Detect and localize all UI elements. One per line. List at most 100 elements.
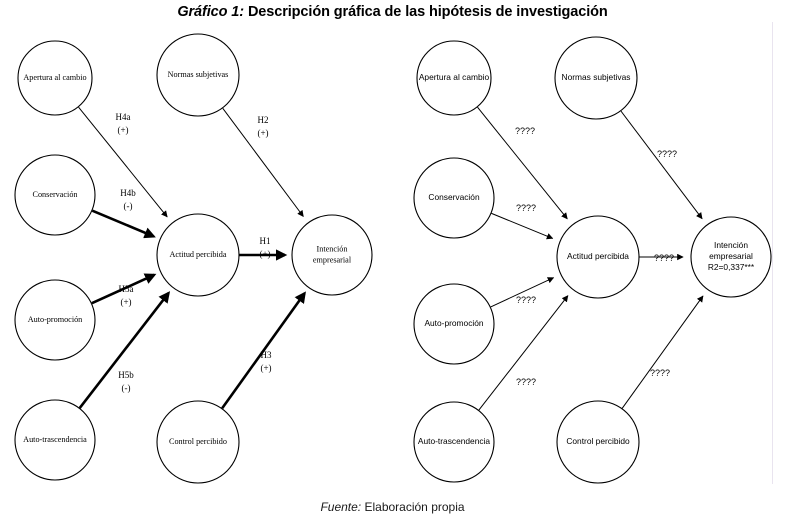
node-normas[interactable]: Normas subjetivas (156, 33, 240, 117)
node-circle-control (156, 400, 240, 484)
edge-normas-to-intencion (222, 107, 304, 218)
node-autotrasc[interactable]: Auto-trascendencia (14, 399, 96, 481)
edge-r-autotrasc-to-r-actitud (478, 295, 569, 411)
edge-label-autotrasc-to-actitud: H5b (-) (118, 370, 134, 393)
node-circle-autotrasc (14, 399, 96, 481)
node-circle-apertura (17, 40, 93, 116)
edge-conserv-to-actitud (91, 209, 156, 239)
edge-r-autoprom-to-r-actitud (490, 277, 555, 308)
figure-source: Fuente: Elaboración propia (0, 500, 785, 514)
svg-text:????: ???? (657, 149, 677, 159)
node-label-apertura: Apertura al cambio (23, 73, 86, 82)
svg-text:(-): (-) (124, 201, 133, 211)
svg-text:????: ???? (516, 203, 536, 213)
node-label-r-intencion: empresarial (709, 251, 753, 261)
page-margin-rule (772, 22, 773, 484)
node-r-actitud[interactable]: Actitud percibida (556, 215, 640, 299)
edge-label-r-autotrasc-to-r-actitud: ???? (516, 377, 536, 387)
edge-label-apertura-to-actitud: H4a (+) (116, 112, 131, 135)
svg-text:(+): (+) (259, 249, 270, 259)
edge-r-control-to-r-intencion (621, 295, 704, 409)
node-label-r-autoprom: Auto-promoción (424, 318, 483, 328)
edge-label-r-autoprom-to-r-actitud: ???? (516, 295, 536, 305)
svg-text:(+): (+) (117, 125, 128, 135)
figure-number: Gráfico 1: (177, 4, 244, 20)
edge-label-actitud-to-intencion: H1 (+) (259, 236, 270, 259)
svg-text:(+): (+) (257, 128, 268, 138)
node-circle-r-normas (554, 36, 638, 120)
node-circle-r-actitud (556, 215, 640, 299)
node-circle-r-apertura (416, 40, 492, 116)
node-label-actitud: Actitud percibida (169, 250, 226, 259)
edge-r-apertura-to-r-actitud (477, 106, 568, 220)
svg-text:H5a: H5a (119, 284, 134, 294)
node-circle-intencion (291, 214, 373, 296)
edge-label-r-conserv-to-r-actitud: ???? (516, 203, 536, 213)
node-r-control[interactable]: Control percibido (556, 400, 640, 484)
node-label-r-conserv: Conservación (428, 192, 480, 202)
edge-label-control-to-intencion: H3(+) (260, 350, 272, 373)
svg-text:H3: H3 (261, 350, 272, 360)
node-r-apertura[interactable]: Apertura al cambio (416, 40, 492, 116)
page-title: Gráfico 1: Descripción gráfica de las hi… (0, 4, 785, 20)
node-stat-r-intencion: R2=0,337*** (708, 262, 755, 272)
svg-text:H4a: H4a (116, 112, 131, 122)
svg-text:H2: H2 (258, 115, 269, 125)
node-label-intencion: empresarial (313, 255, 352, 264)
svg-text:????: ???? (650, 368, 670, 378)
edge-control-to-intencion (221, 291, 306, 410)
svg-text:????: ???? (515, 126, 535, 136)
node-intencion[interactable]: Intención empresarial (291, 214, 373, 296)
edge-r-normas-to-r-intencion (620, 110, 703, 220)
svg-text:????: ???? (516, 377, 536, 387)
svg-text:????: ???? (516, 295, 536, 305)
node-circle-r-autotrasc (413, 401, 495, 483)
node-label-autoprom: Auto-promoción (28, 315, 83, 324)
node-label-autotrasc: Auto-trascendencia (23, 435, 87, 444)
node-label-intencion: Intención (317, 244, 348, 253)
edge-r-conserv-to-r-actitud (491, 212, 554, 240)
edge-label-r-normas-to-r-intencion: ???? (657, 149, 677, 159)
node-r-autotrasc[interactable]: Auto-trascendencia (413, 401, 495, 483)
node-r-normas[interactable]: Normas subjetivas (554, 36, 638, 120)
edge-label-r-apertura-to-r-actitud: ???? (515, 126, 535, 136)
node-label-r-apertura: Apertura al cambio (419, 72, 490, 82)
node-label-control: Control percibido (169, 437, 227, 446)
svg-text:H5b: H5b (118, 370, 134, 380)
node-control[interactable]: Control percibido (156, 400, 240, 484)
node-circle-r-intencion (690, 216, 772, 298)
edge-label-autoprom-to-actitud: H5a (+) (119, 284, 134, 307)
svg-text:H4b: H4b (120, 188, 136, 198)
node-circle-normas (156, 33, 240, 117)
node-label-r-control: Control percibido (566, 436, 630, 446)
node-label-r-intencion: Intención (714, 240, 748, 250)
nodes-layer: Apertura al cambioConservaciónAuto-promo… (14, 33, 772, 484)
node-circle-r-conserv (413, 157, 495, 239)
svg-text:????: ???? (654, 253, 674, 263)
edge-label-r-actitud-to-r-intencion: ???? (654, 253, 674, 263)
node-circle-r-autoprom (413, 283, 495, 365)
node-apertura[interactable]: Apertura al cambio (17, 40, 93, 116)
edge-labels-layer: H4a (+) H4b (-) H5a (+) H5b (-) H2 (+) H1 (+) H3(+)?… (116, 112, 678, 393)
figure-title-text: Descripción gráfica de las hipótesis de … (247, 4, 608, 20)
edge-label-normas-to-intencion: H2 (+) (257, 115, 268, 138)
edge-apertura-to-actitud (78, 106, 168, 218)
source-label: Fuente: (320, 500, 362, 514)
node-label-r-actitud: Actitud percibida (567, 251, 629, 261)
svg-text:(-): (-) (122, 383, 131, 393)
node-label-normas: Normas subjetivas (168, 70, 229, 79)
node-label-r-autotrasc: Auto-trascendencia (418, 436, 491, 446)
node-actitud[interactable]: Actitud percibida (156, 213, 240, 297)
svg-text:H1: H1 (260, 236, 271, 246)
node-autoprom[interactable]: Auto-promoción (14, 279, 96, 361)
svg-text:(+): (+) (120, 297, 131, 307)
node-conserv[interactable]: Conservación (14, 154, 96, 236)
source-text: Elaboración propia (364, 500, 465, 514)
node-r-conserv[interactable]: Conservación (413, 157, 495, 239)
edge-autotrasc-to-actitud (78, 291, 171, 409)
node-r-autoprom[interactable]: Auto-promoción (413, 283, 495, 365)
edges-layer (78, 106, 704, 411)
